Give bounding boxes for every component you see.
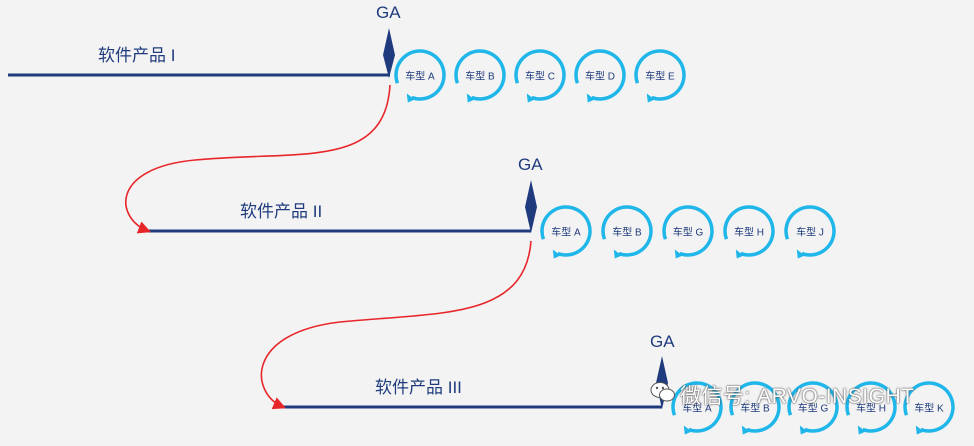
cycle-circle — [671, 381, 723, 433]
transition-arrow-2 — [260, 240, 532, 410]
cycle-circle — [454, 49, 506, 101]
cycle-arrowhead — [799, 425, 808, 435]
vehicle-label: 车型 B — [612, 227, 642, 239]
cycle-circle — [845, 381, 897, 433]
ga-marker-2 — [525, 180, 537, 233]
cycle-circle — [394, 49, 446, 101]
vehicle-label: 车型 C — [525, 71, 555, 83]
cycle-circle — [787, 381, 839, 433]
cycle-circle — [574, 49, 626, 101]
cycle-arrowhead — [796, 249, 805, 259]
watermark: 微信号: ARVO-INSIGHT — [680, 385, 915, 408]
vehicle-label: 车型 J — [796, 227, 824, 239]
wechat-icon — [650, 382, 675, 402]
vehicle-label: 车型 K — [914, 403, 944, 415]
cycle-circle — [540, 205, 592, 257]
vehicle-label: 车型 G — [797, 403, 829, 415]
vehicle-label: 车型 H — [734, 227, 764, 239]
cycle-circle — [601, 205, 653, 257]
cycle-circle — [903, 381, 955, 433]
cycle-circle — [723, 205, 775, 257]
product-label-3: 软件产品 III — [375, 378, 462, 397]
vehicle-label: 车型 B — [465, 71, 495, 83]
vehicle-label: 车型 A — [682, 403, 712, 415]
vehicle-label: 车型 E — [645, 71, 675, 83]
cycle-arrowhead — [552, 249, 561, 259]
cycle-arrowhead — [915, 425, 924, 435]
ga-label-3: GA — [650, 332, 675, 351]
cycle-arrowhead — [741, 425, 750, 435]
cycle-arrowhead — [674, 249, 683, 259]
vehicle-label: 车型 B — [740, 403, 770, 415]
cycle-arrowhead — [646, 93, 655, 103]
product-label-2: 软件产品 II — [240, 202, 323, 221]
ga-label-2: GA — [518, 155, 543, 174]
cycle-arrowhead — [857, 425, 866, 435]
cycle-circle — [514, 49, 566, 101]
cycle-circle — [729, 381, 781, 433]
vehicle-label: 车型 A — [405, 71, 435, 83]
cycle-circle — [634, 49, 686, 101]
cycle-arrowhead — [406, 93, 415, 103]
vehicle-label: 车型 A — [551, 227, 581, 239]
cycle-circle — [784, 205, 836, 257]
cycle-arrowhead — [683, 425, 692, 435]
ga-marker-1 — [383, 28, 395, 78]
vehicle-label: 车型 D — [585, 71, 615, 83]
transition-arrow-1 — [125, 84, 391, 234]
cycle-arrowhead — [735, 249, 744, 259]
cycle-circle — [662, 205, 714, 257]
vehicle-label: 车型 G — [672, 227, 704, 239]
cycle-arrowhead — [466, 93, 475, 103]
cycle-arrowhead — [613, 249, 622, 259]
vehicle-label: 车型 H — [856, 403, 886, 415]
cycle-arrowhead — [586, 93, 595, 103]
cycle-arrowhead — [526, 93, 535, 103]
product-label-1: 软件产品 I — [98, 46, 176, 65]
ga-label-1: GA — [376, 3, 401, 22]
